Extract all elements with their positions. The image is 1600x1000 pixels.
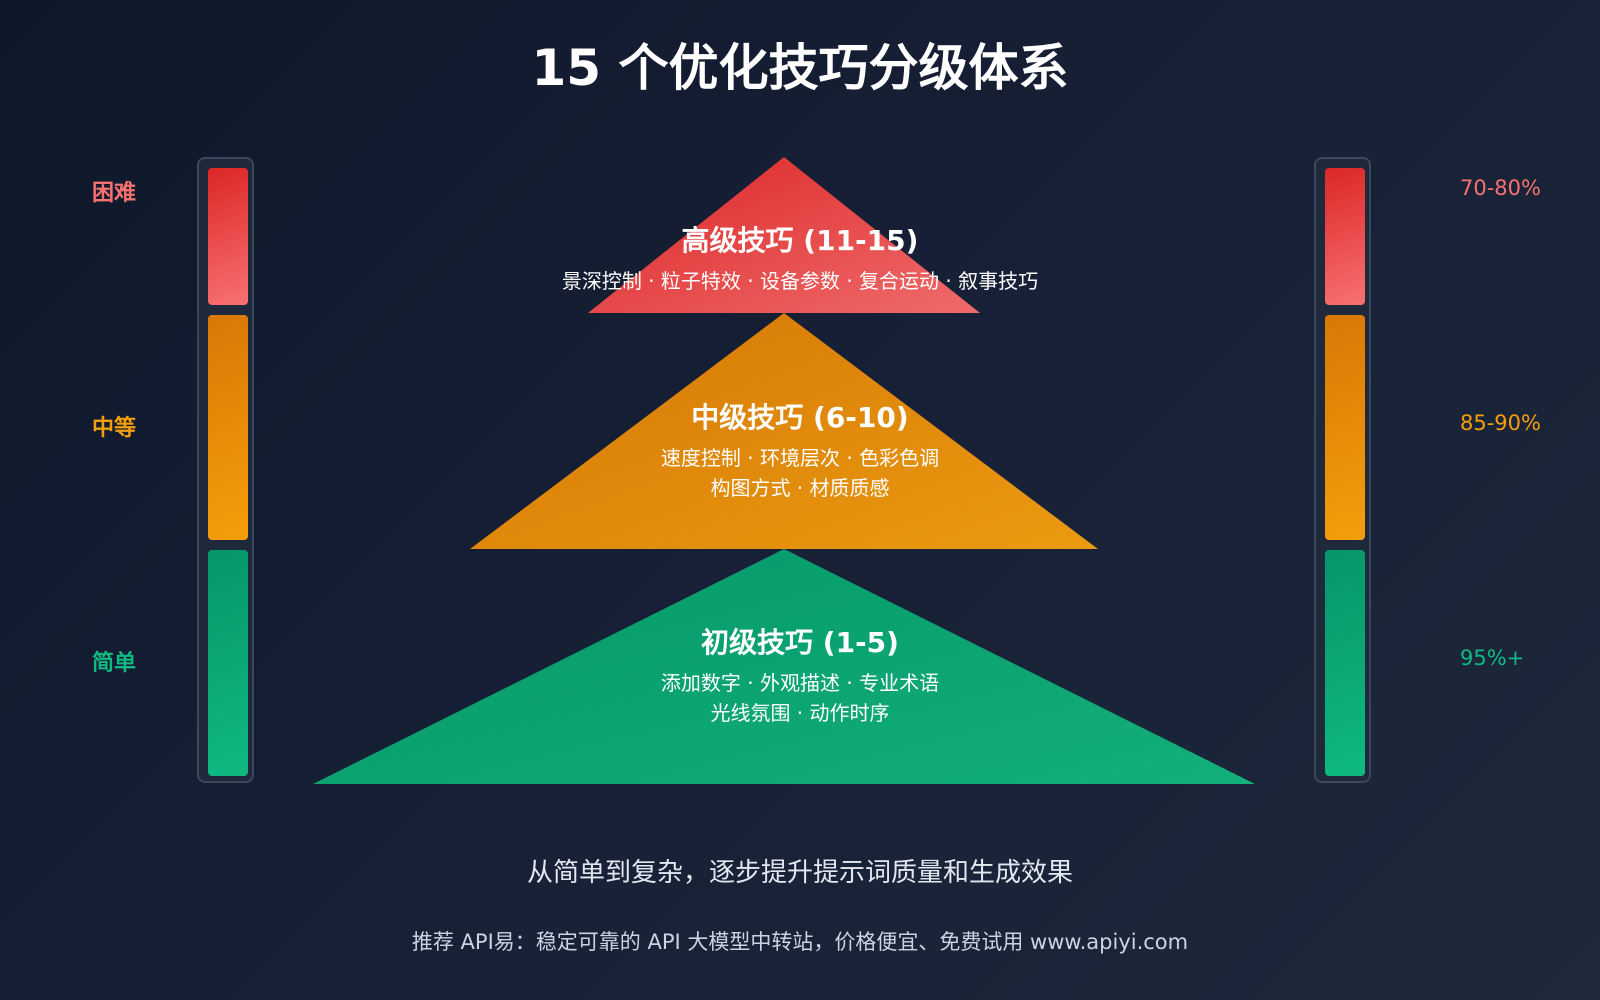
difficulty-segment-medium xyxy=(208,315,248,540)
difficulty-label-easy: 简单 xyxy=(92,651,137,676)
success-rate-advanced: 70-80% xyxy=(1460,176,1541,200)
difficulty-bar xyxy=(197,157,254,783)
tier-beginner-items-2: 光线氛围 · 动作时序 xyxy=(710,701,890,725)
difficulty-label-hard: 困难 xyxy=(92,181,137,206)
success-rate-beginner: 95%+ xyxy=(1460,646,1525,670)
tier-beginner-items-1: 添加数字 · 外观描述 · 专业术语 xyxy=(660,671,940,695)
success-rate-bar xyxy=(1314,157,1371,783)
difficulty-segment-hard xyxy=(208,168,248,305)
tier-advanced-items: 景深控制 · 粒子特效 · 设备参数 · 复合运动 · 叙事技巧 xyxy=(561,269,1039,293)
page-title: 15 个优化技巧分级体系 xyxy=(531,39,1069,97)
tier-intermediate-title: 中级技巧 (6-10) xyxy=(691,401,909,434)
tier-beginner-title: 初级技巧 (1-5) xyxy=(701,626,899,659)
tier-beginner-triangle xyxy=(313,549,1255,784)
success-segment-beginner xyxy=(1325,550,1365,776)
success-segment-intermediate xyxy=(1325,315,1365,540)
summary-text: 从简单到复杂，逐步提升提示词质量和生成效果 xyxy=(526,858,1073,888)
tier-intermediate-triangle xyxy=(470,313,1098,549)
tier-advanced-triangle xyxy=(588,157,980,313)
tier-intermediate-items-2: 构图方式 · 材质质感 xyxy=(710,476,890,500)
tier-intermediate-items-1: 速度控制 · 环境层次 · 色彩色调 xyxy=(660,446,940,470)
difficulty-segment-easy xyxy=(208,550,248,776)
difficulty-label-medium: 中等 xyxy=(92,416,137,441)
tier-advanced-title: 高级技巧 (11-15) xyxy=(681,224,919,257)
success-rate-intermediate: 85-90% xyxy=(1460,411,1541,435)
footer-text: 推荐 API易：稳定可靠的 API 大模型中转站，价格便宜、免费试用 www.a… xyxy=(411,930,1189,954)
success-segment-advanced xyxy=(1325,168,1365,305)
